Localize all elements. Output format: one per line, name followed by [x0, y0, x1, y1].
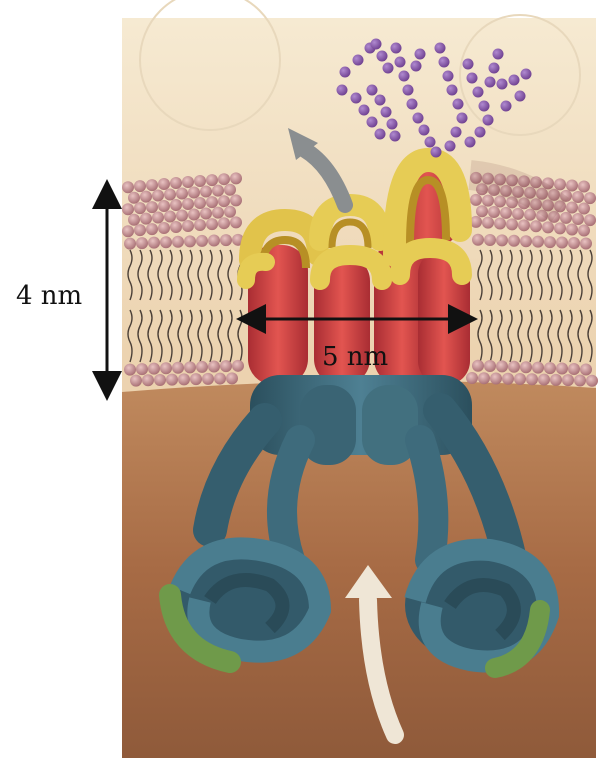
width-label: 5 nm [322, 342, 388, 372]
height-label: 4 nm [16, 281, 82, 311]
